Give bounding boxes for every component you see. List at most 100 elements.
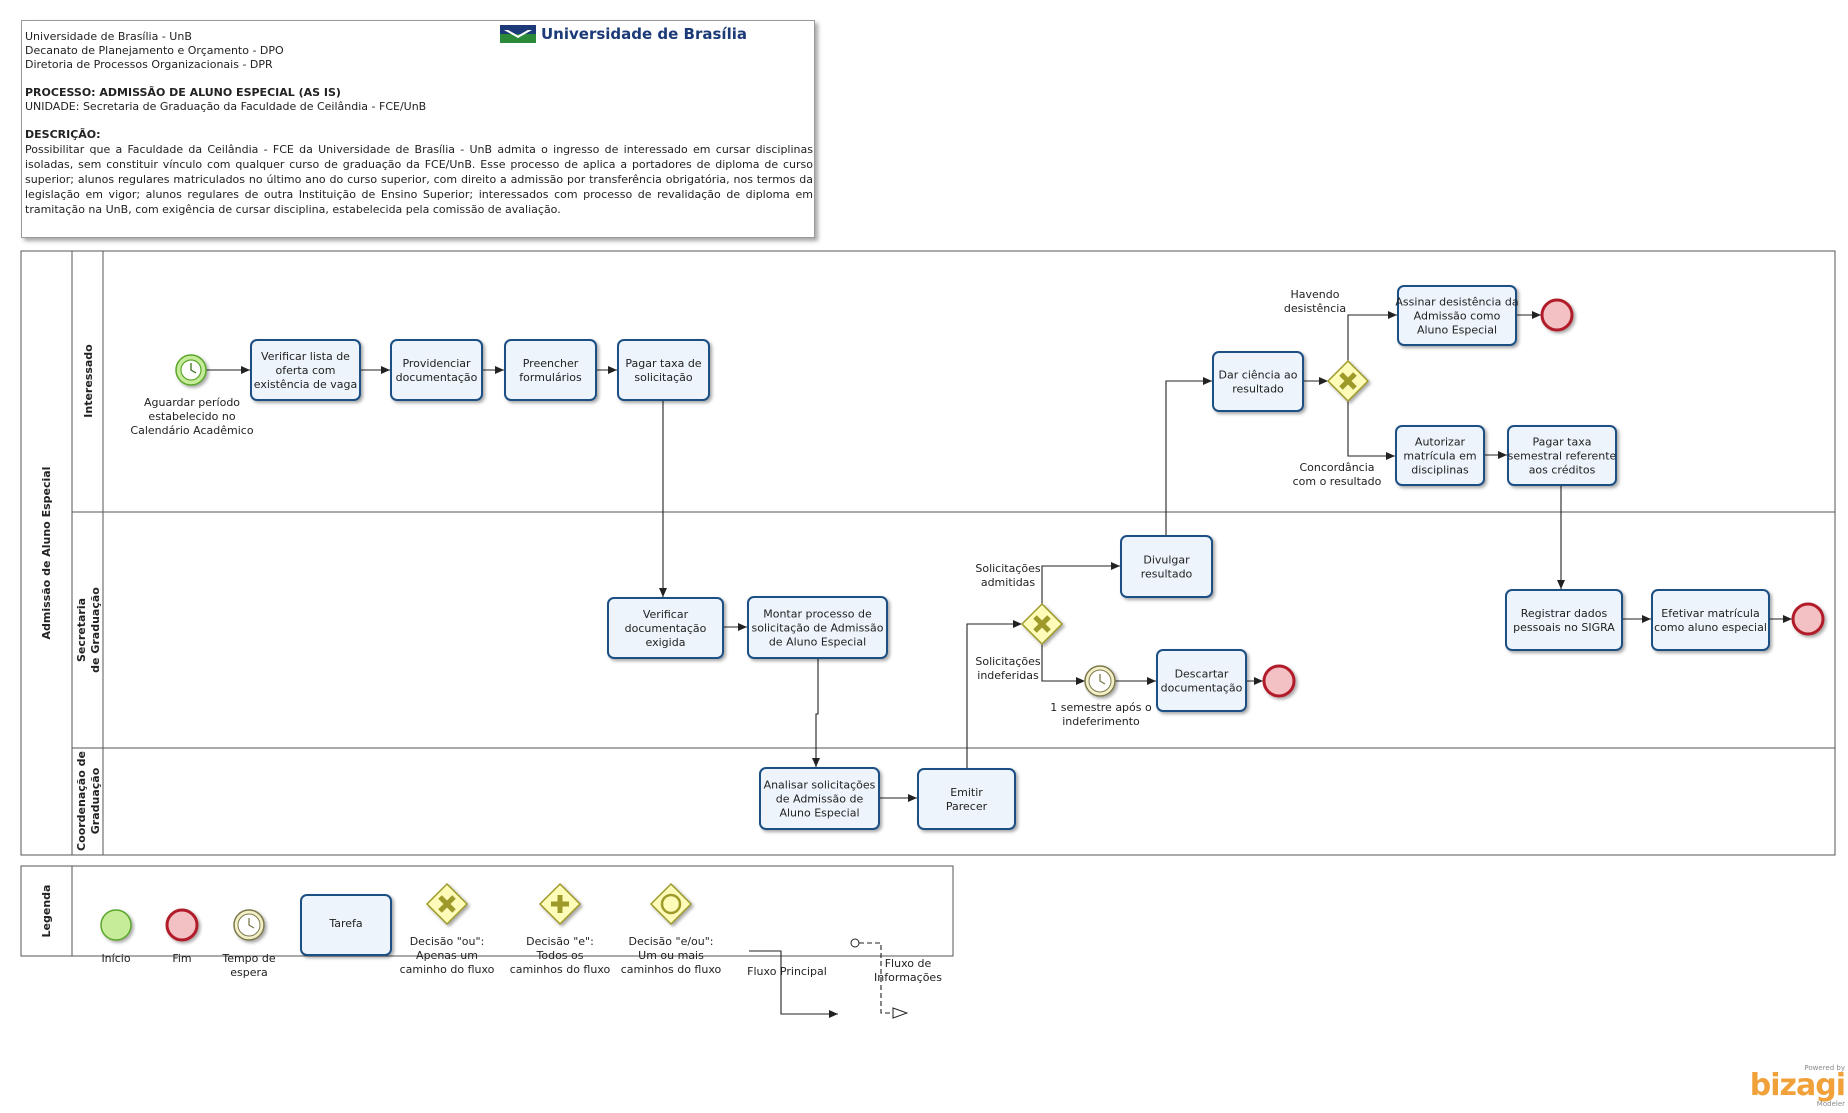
timer-hands [248,918,255,929]
lane-coordenacao-line: Graduação [89,767,102,834]
legend-start-icon [100,909,132,941]
task-label-line: Aluno Especial [1417,324,1497,337]
flow-gateway-timer [1041,644,1085,685]
flow-gateway-divulgar [1041,562,1120,604]
label-havendo-desistencia-line: desistência [1284,302,1346,315]
task-verificar-doc [607,597,724,659]
legend-gateway-ou-icon [425,882,469,926]
task-box [1120,535,1213,598]
task-box [504,339,597,401]
task-label-line: Dar ciência ao [1219,369,1298,382]
legend-tempo-label-line: espera [230,966,268,979]
legend-dec-ou-label-line: caminho do fluxo [400,963,495,976]
unb-logo: Universidade de Brasília [500,25,747,43]
legend-gateway-eou-icon [649,882,693,926]
task-label-line: Parecer [946,800,988,813]
task-label-line: documentação [1161,682,1243,695]
legend-border [20,865,954,957]
header-line-3: Diretoria de Processos Organizacionais -… [25,58,273,71]
legend-dec-ou-label-line: Apenas um [416,949,478,962]
legend-fluxo-principal-label: Fluxo Principal [747,965,827,978]
gateway-x-mark [438,895,456,913]
unb-logo-text: Universidade de Brasília [541,25,747,43]
task-dar-ciencia [1212,351,1304,412]
end-circle [165,908,199,942]
flow-gateway-assinar [1347,311,1397,361]
label-solicitacoes-indeferidas-line: Solicitações [975,655,1041,668]
end-event-desistencia [1540,298,1574,332]
end-circle [1791,602,1825,636]
task-label-line: oferta com [276,364,336,377]
task-verificar-lista [250,339,361,401]
task-label-line: documentação [625,622,707,635]
gateway-x-mark [1033,615,1051,633]
bizagi-branding: Powered by bizagi Modeler [1745,1064,1846,1108]
task-box [1212,351,1304,412]
legend-dec-ou-label-line: Decisão "ou": [410,935,485,948]
legend-fim-label: Fim [172,952,191,965]
legend-dec-eou-label-line: Um ou mais [638,949,704,962]
legend-end-icon [165,908,199,942]
task-label-line: Montar processo de [763,608,872,621]
task-box [617,339,710,401]
legend-inicio-label: Início [101,952,130,965]
gateway-plus-mark [551,895,569,913]
task-analisar [759,767,880,830]
lane-secretaria-line: de Graduação [89,587,102,673]
label-havendo-desistencia-line: Havendo [1291,288,1340,301]
legend-fim-label-line: Fim [172,952,191,965]
clock-hands [190,363,197,374]
task-emitir [917,768,1016,830]
task-label-line: de Aluno Especial [769,636,866,649]
process-unit: UNIDADE: Secretaria de Graduação da Facu… [25,100,427,113]
task-label-line: Emitir [950,786,983,799]
lane-coordenacao-line: Coordenação de [75,751,88,851]
task-label-line: Registrar dados [1521,607,1608,620]
powered-by-text: Powered by [1804,1064,1845,1072]
legend-gateway-e-icon [538,882,582,926]
task-label-line: aos créditos [1529,464,1596,477]
task-label-line: disciplinas [1411,464,1469,477]
task-label-line: Verificar [643,608,689,621]
task-label-line: solicitação [634,371,693,384]
description-title: DESCRIÇÃO: [25,128,101,141]
legend-dec-e-label-line: Todos os [536,949,584,962]
legend-task-box [300,894,392,956]
flow-gateway-autorizar [1347,401,1395,460]
modeler-text: Modeler [1816,1100,1845,1108]
start-event-label-line: Aguardar período [144,396,240,409]
legend-timer-icon [233,909,265,941]
legend-inicio-label-line: Início [101,952,130,965]
task-label-line: Analisar solicitações [764,779,876,792]
start-event-label-line: Calendário Acadêmico [130,424,253,437]
gateway-diamond [649,882,693,926]
legend-dec-e-label-line: caminhos do fluxo [510,963,611,976]
timer-event-semestre [1084,665,1116,697]
task-label-line: Providenciar [402,357,471,370]
legend-info-flow-origin [850,938,860,948]
end-event-descarte [1262,664,1296,698]
task-label-line: Efetivar matrícula [1661,607,1759,620]
task-box [1505,589,1623,651]
task-label-line: resultado [1141,568,1193,581]
bizagi-logo: bizagi [1749,1068,1846,1103]
header-line-1: Universidade de Brasília - UnB [25,30,192,43]
label-concordancia-line: com o resultado [1293,475,1382,488]
flow-divulgar-darciencia [1165,377,1212,535]
task-label-line: Assinar desistência da [1395,296,1518,309]
label-concordancia-line: Concordância [1299,461,1374,474]
task-descartar [1156,649,1247,712]
flow-montar-analisar [812,658,820,767]
